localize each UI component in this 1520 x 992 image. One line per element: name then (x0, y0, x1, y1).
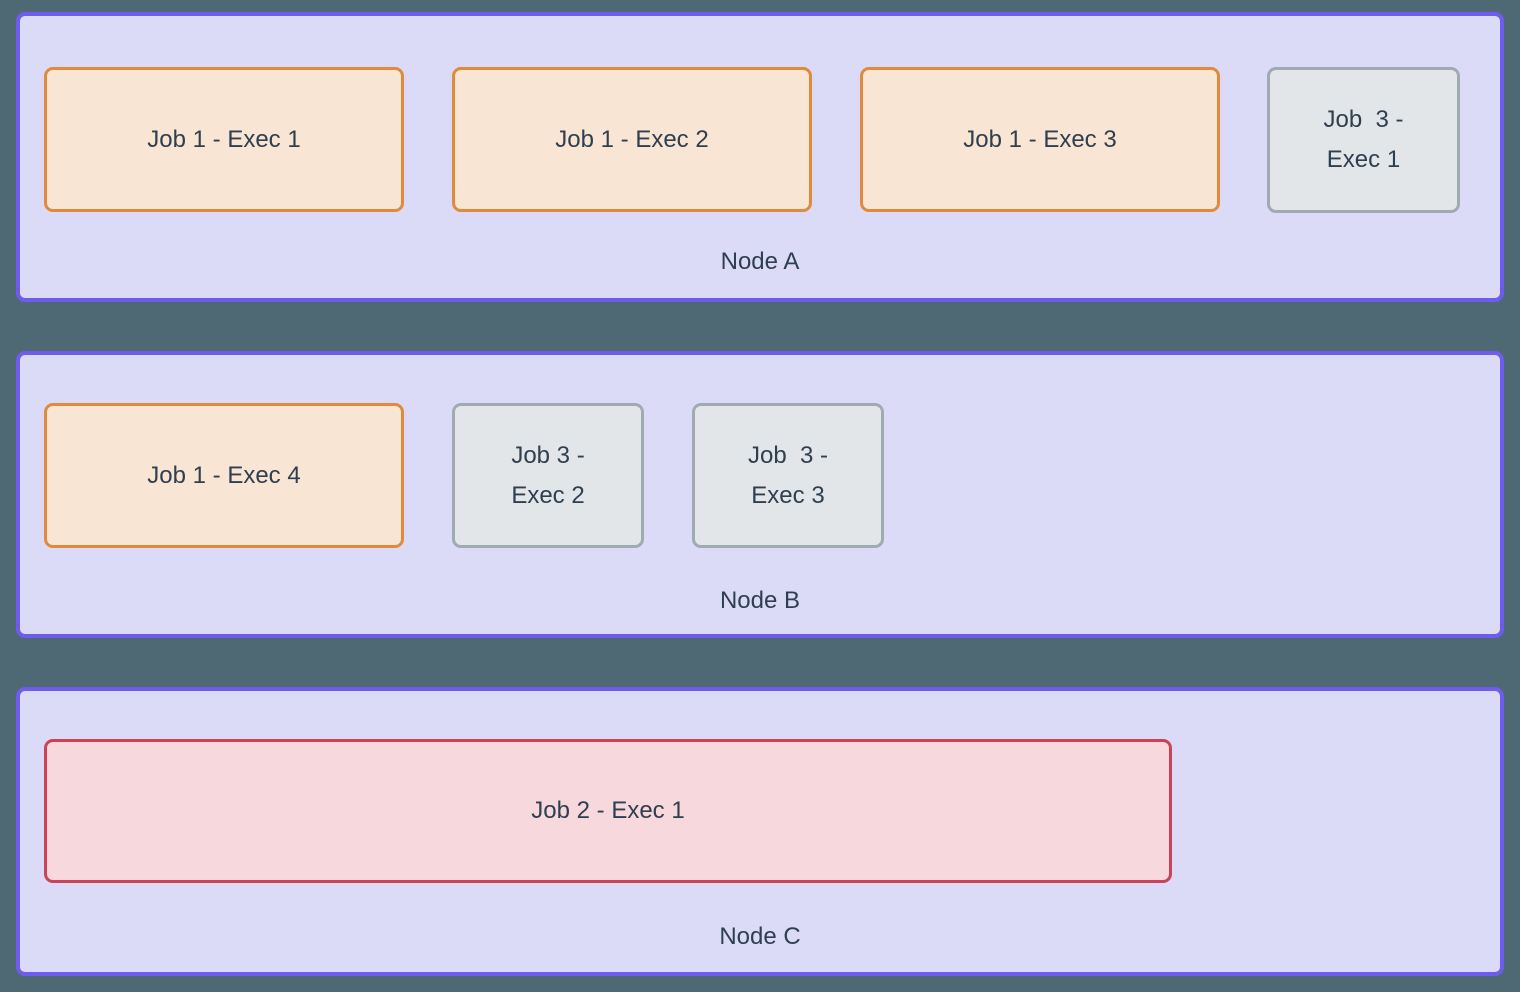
executor-job2-exec1: Job 2 - Exec 1 (44, 739, 1172, 883)
node-b-label: Node B (719, 587, 801, 614)
executor-job1-exec4: Job 1 - Exec 4 (44, 403, 404, 548)
executor-label: Job 3 - Exec 1 (1323, 106, 1404, 173)
executor-job1-exec1: Job 1 - Exec 1 (44, 67, 404, 212)
executor-label: Job 3 - Exec 3 (747, 441, 829, 509)
executor-label: Job 3 - Exec 2 (511, 441, 585, 509)
executor-job1-exec3: Job 1 - Exec 3 (860, 67, 1220, 212)
executor-label: Job 1 - Exec 4 (147, 461, 301, 489)
executor-job3-exec1: Job 3 - Exec 1 (1267, 67, 1460, 213)
executor-label: Job 2 - Exec 1 (531, 797, 685, 824)
node-c-label: Node C (719, 923, 801, 950)
executor-job1-exec2: Job 1 - Exec 2 (452, 67, 812, 212)
executor-label: Job 1 - Exec 1 (147, 125, 301, 153)
executor-job3-exec2: Job 3 - Exec 2 (452, 403, 644, 548)
node-c: Job 2 - Exec 1 Node C (16, 687, 1504, 976)
node-a-label: Node A (720, 248, 800, 275)
executor-label: Job 1 - Exec 3 (963, 125, 1117, 153)
executor-label: Job 1 - Exec 2 (555, 125, 709, 153)
node-a: Job 1 - Exec 1 Job 1 - Exec 2 Job 1 - Ex… (16, 12, 1504, 302)
node-b: Job 1 - Exec 4 Job 3 - Exec 2 Job 3 - Ex… (16, 351, 1504, 638)
executor-job3-exec3: Job 3 - Exec 3 (692, 403, 884, 548)
